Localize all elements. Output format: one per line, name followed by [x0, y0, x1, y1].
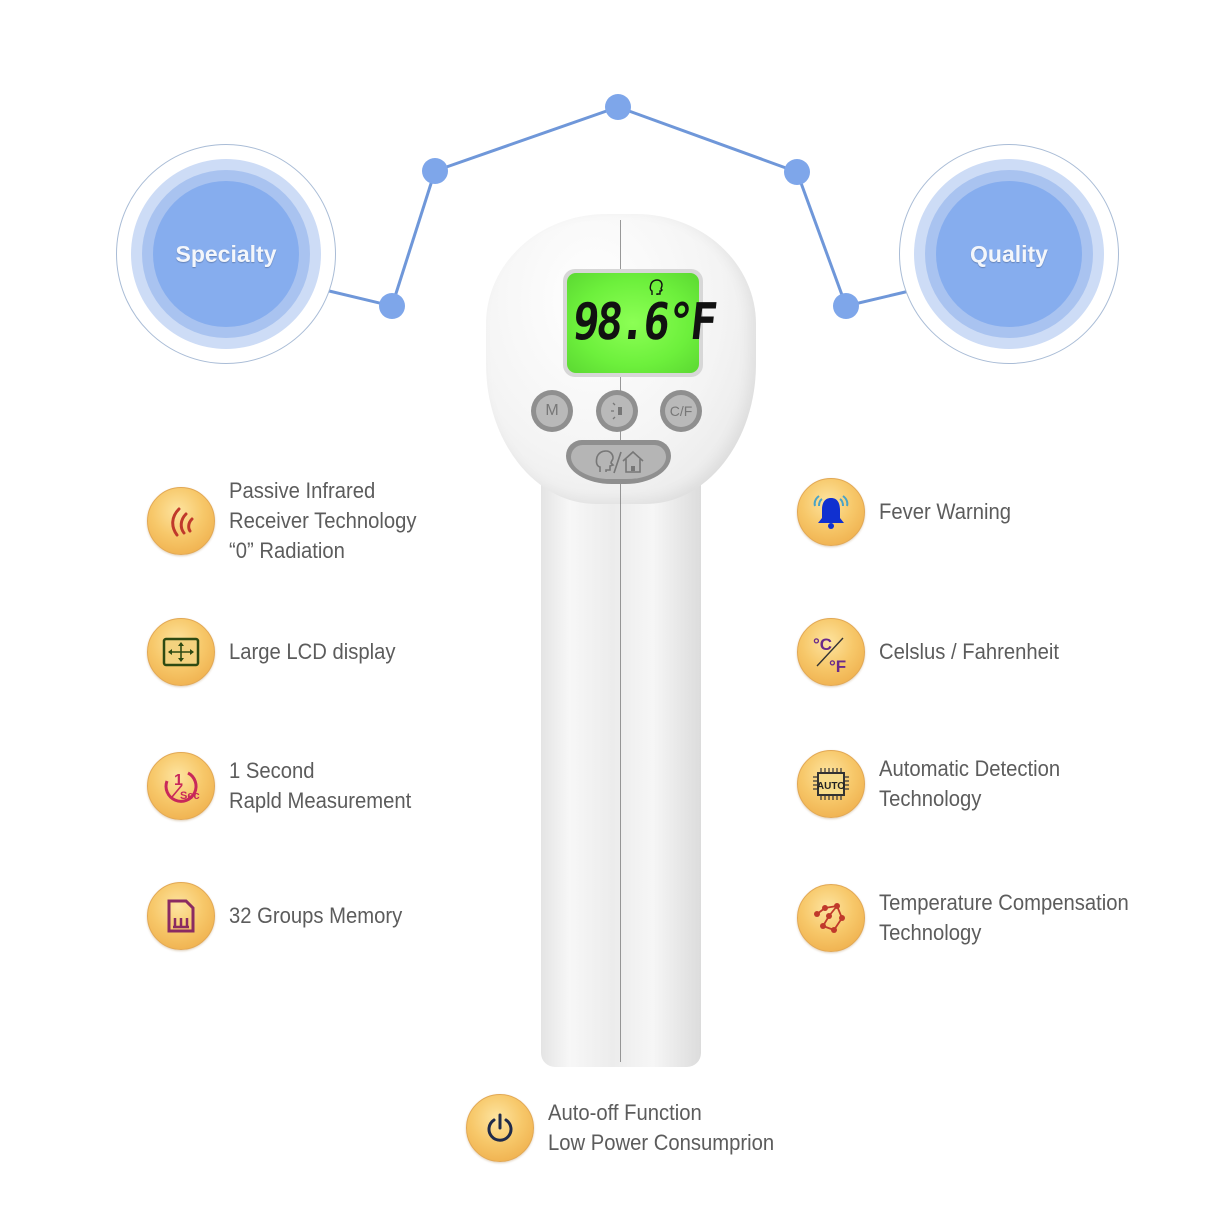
head-house-toggle-icon [595, 450, 644, 474]
feature-text-line: Automatic Detection [879, 756, 1061, 781]
feature-text: Celslus / Fahrenheit [879, 637, 1059, 667]
feature-lcd: Large LCD display [147, 618, 410, 686]
power-icon [466, 1094, 534, 1162]
specialty-label: Specialty [175, 240, 277, 267]
feature-text-line: Celslus / Fahrenheit [879, 639, 1060, 664]
svg-text:1: 1 [174, 772, 183, 789]
feature-celsius-fahrenheit: °C °F Celslus / Fahrenheit [797, 618, 1075, 686]
feature-text-line: Auto-off Function [548, 1100, 702, 1125]
temperature-reading: 98.6°F [569, 293, 718, 352]
network-node [784, 159, 810, 185]
unit-toggle-button[interactable]: C/F [660, 390, 702, 432]
alarm-bell-icon [797, 478, 865, 546]
memory-card-icon [147, 882, 215, 950]
feature-text-line: Technology [879, 920, 982, 945]
feature-text-line: Fever Warning [879, 499, 1011, 524]
network-node [605, 94, 631, 120]
svg-text:°F: °F [829, 657, 846, 676]
feature-text-line: Large LCD display [229, 639, 396, 664]
memory-button[interactable]: M [531, 390, 573, 432]
feature-memory: 32 Groups Memory [147, 882, 417, 950]
infrared-waves-icon [147, 487, 215, 555]
feature-text-line: Technology [879, 786, 982, 811]
feature-text-line: 32 Groups Memory [229, 903, 403, 928]
feature-text: Fever Warning [879, 497, 1011, 527]
feature-text-line: “0” Radiation [229, 538, 345, 563]
feature-text-line: Receiver Technology [229, 508, 417, 533]
head-icon [649, 279, 663, 295]
quality-badge: Quality [899, 144, 1119, 364]
infrared-thermometer: 98.6°F M C/F [486, 214, 756, 1067]
network-node [833, 293, 859, 319]
network-node [422, 158, 448, 184]
lcd-screen: 98.6°F [567, 273, 718, 373]
celsius-fahrenheit-icon: °C °F [797, 618, 865, 686]
mode-button[interactable] [566, 440, 671, 484]
svg-text:°C: °C [813, 635, 832, 654]
thermometer-handle [541, 479, 701, 1067]
svg-text:AUTO: AUTO [817, 781, 845, 792]
network-node [379, 293, 405, 319]
feature-fever-warning: Fever Warning [797, 478, 1022, 546]
svg-text:Sec: Sec [180, 790, 200, 802]
celsius-fahrenheit-icon: C/F [669, 403, 693, 419]
mute-button[interactable] [596, 390, 638, 432]
feature-text-line: Low Power Consumprion [548, 1130, 775, 1155]
feature-text-line: 1 Second [229, 758, 315, 783]
lcd-display-icon [147, 618, 215, 686]
compensation-nodes-icon [797, 884, 865, 952]
feature-text-line: Rapld Measurement [229, 788, 412, 813]
one-second-timer-icon: 1 Sec [147, 752, 215, 820]
specialty-badge: Specialty [116, 144, 336, 364]
feature-text-line: Temperature Compensation [879, 890, 1129, 915]
body-seam [620, 220, 621, 1062]
feature-text: 32 Groups Memory [229, 901, 402, 931]
feature-text-line: Passive Infrared [229, 478, 376, 503]
auto-chip-icon: AUTO [797, 750, 865, 818]
speaker-mute-icon [611, 402, 622, 420]
memory-icon: M [545, 402, 559, 419]
feature-text: Large LCD display [229, 637, 396, 667]
quality-label: Quality [970, 240, 1048, 267]
